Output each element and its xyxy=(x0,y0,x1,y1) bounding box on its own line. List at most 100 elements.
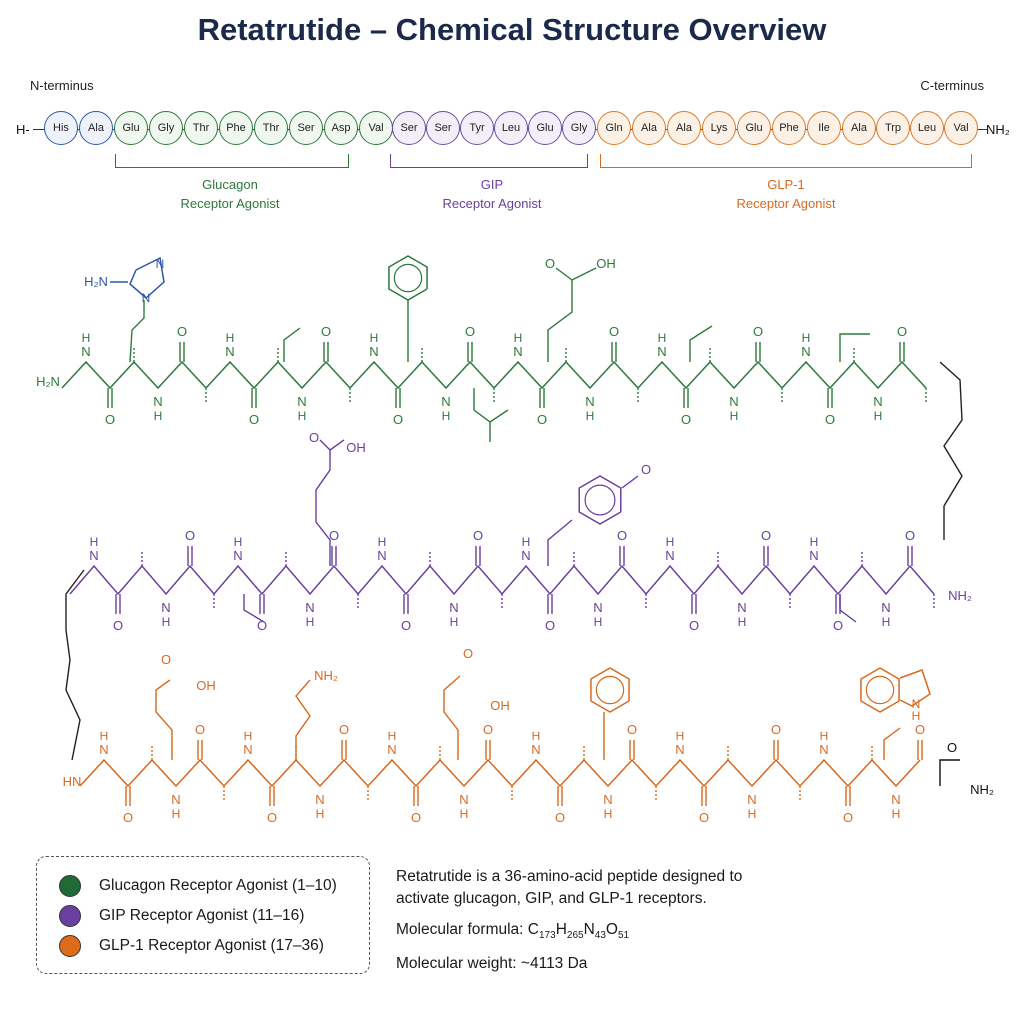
residue-27: Val xyxy=(944,111,978,145)
molecular-weight: Molecular weight: ~4113 Da xyxy=(396,953,796,975)
row3-o-5: O xyxy=(195,722,205,737)
aromatic-ring-143 xyxy=(865,675,895,705)
row3-n-7: N xyxy=(243,742,252,757)
row2-n-4: N xyxy=(161,600,170,615)
row1-n-10: N xyxy=(297,394,306,409)
molecular-weight-value: ~4113 Da xyxy=(520,955,588,973)
gip-bracket-label: GIP Receptor Agonist xyxy=(392,176,592,214)
row3-h-25: H xyxy=(676,729,685,743)
bond-chain-50 xyxy=(839,333,870,362)
bond-chain-0 xyxy=(61,360,927,390)
gip-bracket-label-line1: GIP xyxy=(480,177,504,192)
row1-n-4: N xyxy=(153,394,162,409)
row1-o-14: O xyxy=(393,412,403,427)
residue-14: Leu xyxy=(494,111,528,145)
row3-trp-h-label: H xyxy=(912,709,921,723)
residue-18: Ala xyxy=(632,111,666,145)
formula-o-count: 51 xyxy=(617,930,630,942)
residue-10: Val xyxy=(359,111,393,145)
row1-h-1: H xyxy=(82,331,91,345)
info-panel: Retatrutide is a 36-amino-acid peptide d… xyxy=(396,866,796,985)
row1-n-1: N xyxy=(81,344,90,359)
row3-o-35: O xyxy=(915,722,925,737)
row3-n-4: N xyxy=(171,792,180,807)
row1-o-17: O xyxy=(465,324,475,339)
bond-91 xyxy=(329,439,345,451)
row2-tyr-o-label: O xyxy=(641,462,651,477)
residue-22: Phe xyxy=(772,111,806,145)
n-terminus-label: N-terminus xyxy=(30,78,94,93)
bond-chain-137 xyxy=(295,679,311,760)
row2-h-28: H xyxy=(738,615,747,629)
molecular-formula: Molecular formula: C173H265N43O51 xyxy=(396,921,630,942)
row2-glu-o-label: O xyxy=(309,430,319,445)
bond-chain-135 xyxy=(155,679,173,760)
c-term-o-label: O xyxy=(947,740,957,755)
row1-n-7: N xyxy=(225,344,234,359)
row1-glu-oh-label: OH xyxy=(596,256,616,271)
residue-17: Gln xyxy=(597,111,631,145)
residue-20: Lys xyxy=(702,111,736,145)
glucagon-bracket xyxy=(115,154,349,168)
row3-o-11: O xyxy=(339,722,349,737)
row2-h-1: H xyxy=(90,535,99,549)
glucagon-bracket-label-line1: Glucagon xyxy=(202,177,258,192)
residue-23: Ile xyxy=(807,111,841,145)
bond-chain-52 xyxy=(69,564,935,596)
row3-lys-nh2-label: NH₂ xyxy=(314,668,338,683)
his-ring-n2-label: N xyxy=(142,291,151,305)
his-ring-n1-label: N xyxy=(156,257,165,271)
legend-label-gip: GIP Receptor Agonist (11–16) xyxy=(99,907,305,924)
row1-h-13: H xyxy=(370,331,379,345)
row3-o-20: O xyxy=(555,810,565,825)
row2-o-11: O xyxy=(329,528,339,543)
residue-11: Ser xyxy=(392,111,426,145)
row1-h-34: H xyxy=(874,409,883,423)
bond-95 xyxy=(621,475,639,489)
molecular-weight-label: Molecular weight: xyxy=(396,955,517,973)
row2-h-16: H xyxy=(450,615,459,629)
row1-n-22: N xyxy=(585,394,594,409)
glucagon-bracket-label-line2: Receptor Agonist xyxy=(180,195,280,211)
row3-h-1: H xyxy=(100,729,109,743)
row3-hn-label: HN xyxy=(63,774,82,789)
row3-o-2: O xyxy=(123,810,133,825)
glp1-bracket-label: GLP-1 Receptor Agonist xyxy=(686,176,886,214)
bond-chain-99 xyxy=(79,758,921,788)
row1-o-29: O xyxy=(753,324,763,339)
legend-label-glp1: GLP-1 Receptor Agonist (17–36) xyxy=(99,937,324,954)
legend-swatch-glp1 xyxy=(59,935,81,957)
residue-12: Ser xyxy=(426,111,460,145)
residue-4: Gly xyxy=(149,111,183,145)
row2-n-28: N xyxy=(737,600,746,615)
aromatic-ring-140 xyxy=(595,675,625,705)
row2-nh2-label: NH₂ xyxy=(948,588,972,603)
row3-o-32: O xyxy=(843,810,853,825)
row3-h-10: H xyxy=(316,807,325,821)
residue-7: Thr xyxy=(254,111,288,145)
row1-o-11: O xyxy=(321,324,331,339)
legend-swatch-gip xyxy=(59,905,81,927)
row3-h-34: H xyxy=(892,807,901,821)
row3-o-8: O xyxy=(267,810,277,825)
row1-o-8: O xyxy=(249,412,259,427)
row1-o-35: O xyxy=(897,324,907,339)
residue-25: Trp xyxy=(876,111,910,145)
formula-c-count: 173 xyxy=(539,930,556,942)
residue-13: Tyr xyxy=(460,111,494,145)
row1-h-28: H xyxy=(730,409,739,423)
residue-15: Glu xyxy=(528,111,562,145)
row1-o-5: O xyxy=(177,324,187,339)
aromatic-ring-42 xyxy=(393,263,423,293)
row3-h-31: H xyxy=(820,729,829,743)
row2-o-2: O xyxy=(113,618,123,633)
bond-chain-139 xyxy=(590,667,630,713)
legend-label-glucagon: Glucagon Receptor Agonist (1–10) xyxy=(99,877,337,894)
bond-chain-46 xyxy=(473,388,491,442)
row1-n-25: N xyxy=(657,344,666,359)
row2-o-35: O xyxy=(905,528,915,543)
row2-o-14: O xyxy=(401,618,411,633)
row1-o-20: O xyxy=(537,412,547,427)
molecular-formula-label: Molecular formula: xyxy=(396,921,524,939)
